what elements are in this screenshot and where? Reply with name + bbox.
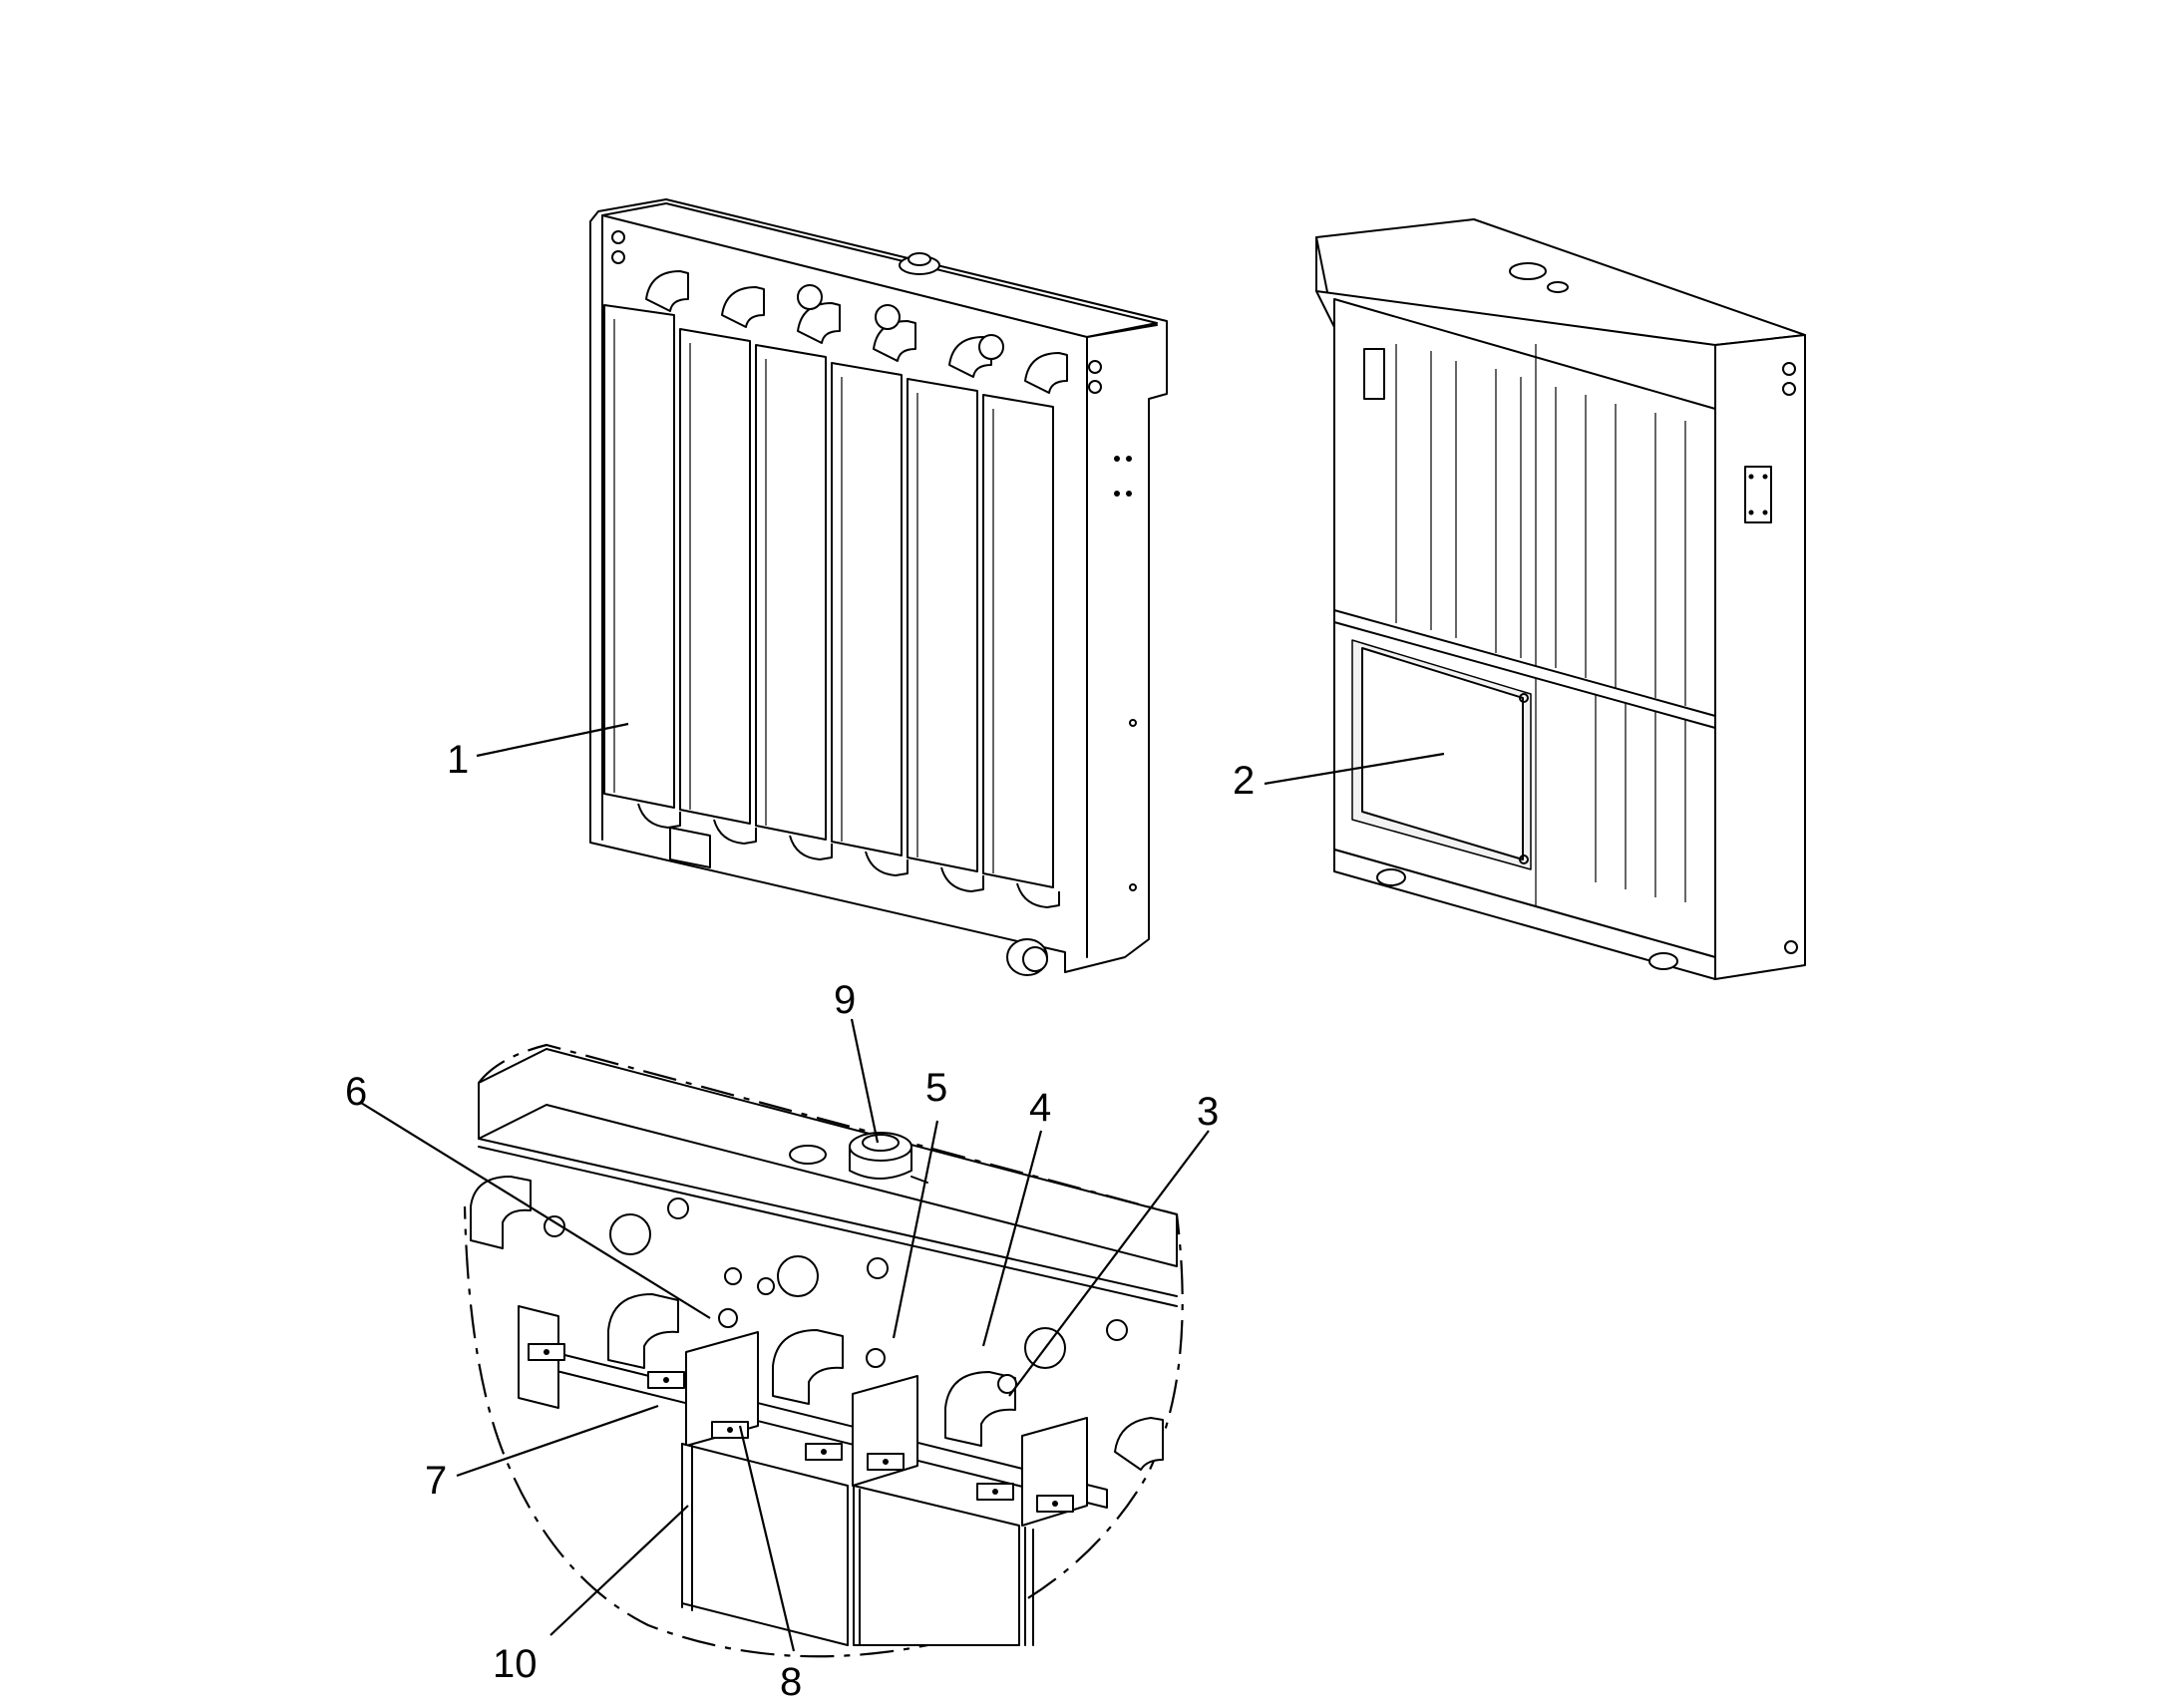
lower-elbow-pipes bbox=[637, 803, 1060, 976]
callout-7: 7 bbox=[425, 1459, 447, 1503]
callout-6: 6 bbox=[345, 1070, 367, 1114]
callout-10: 10 bbox=[493, 1642, 538, 1686]
callout-9: 9 bbox=[834, 978, 856, 1022]
rear-cooler-view bbox=[1315, 218, 1806, 980]
cooler-cores bbox=[603, 304, 1054, 888]
callout-3: 3 bbox=[1197, 1090, 1219, 1134]
callout-5: 5 bbox=[925, 1066, 947, 1110]
callout-8: 8 bbox=[780, 1660, 802, 1704]
filler-neck bbox=[789, 1132, 928, 1184]
callout-labels: 1 2 3 4 5 6 7 8 9 10 bbox=[345, 738, 1255, 1704]
upper-elbow-pipes bbox=[645, 270, 1068, 394]
detail-clamps bbox=[528, 1343, 1074, 1513]
detail-view bbox=[463, 1043, 1184, 1658]
callout-2: 2 bbox=[1233, 759, 1255, 803]
callout-1: 1 bbox=[447, 738, 469, 782]
detail-elbow-pipes bbox=[470, 1176, 1164, 1471]
leader-lines bbox=[360, 722, 1445, 1652]
callout-4: 4 bbox=[1029, 1086, 1051, 1130]
front-cooler-view bbox=[589, 198, 1168, 976]
cooler-fins bbox=[1395, 344, 1686, 917]
